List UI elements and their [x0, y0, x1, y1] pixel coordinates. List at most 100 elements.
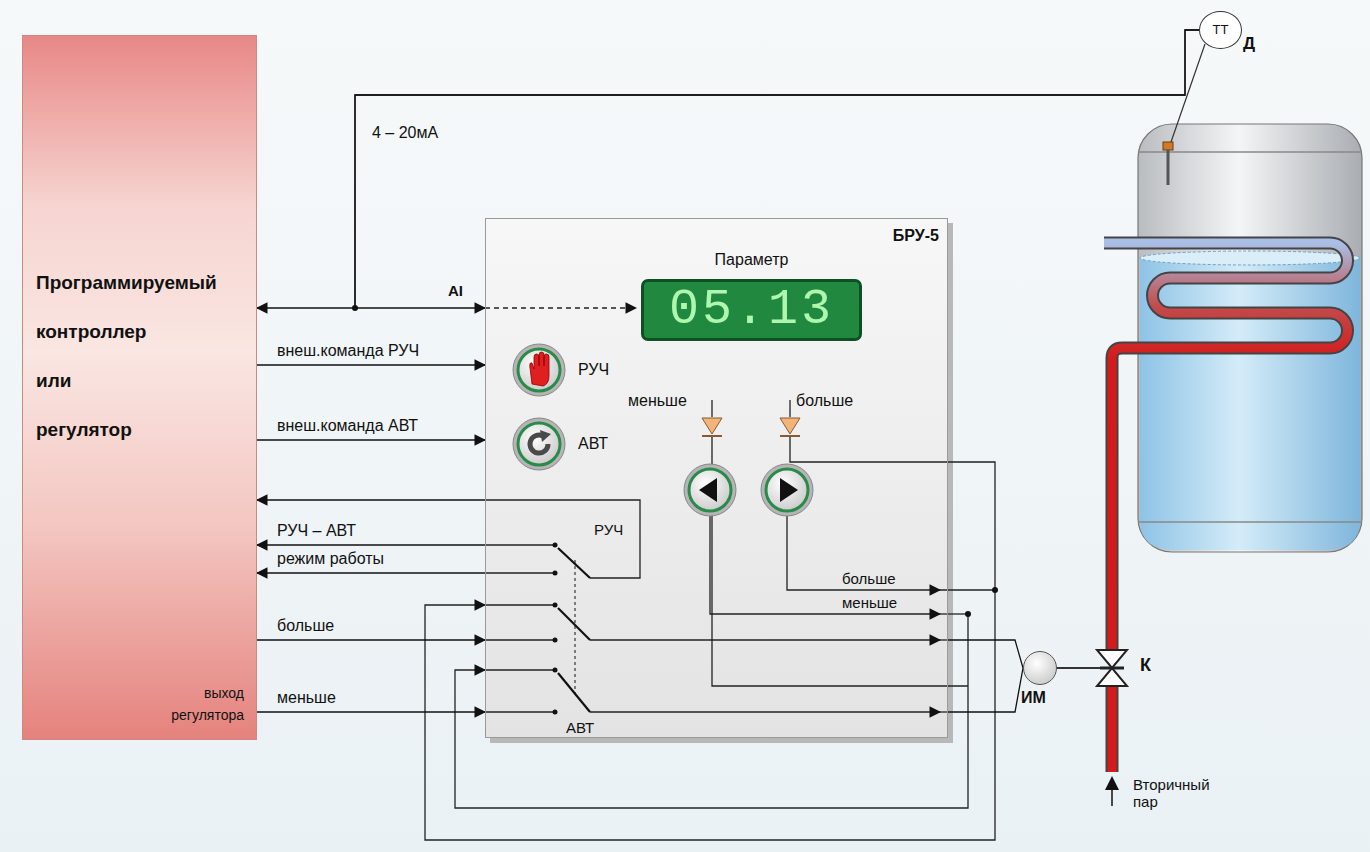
signal-wire [710, 516, 940, 614]
panel-button [518, 423, 560, 465]
switch-contact [992, 587, 998, 593]
signal-wire [485, 572, 553, 573]
signal-connector [257, 30, 1199, 308]
heating-coil [1111, 788, 1113, 806]
signal-wire [940, 589, 995, 590]
switch-contact [965, 611, 971, 617]
switch-blade [558, 673, 590, 712]
signal-wire [940, 639, 948, 640]
switch-blade [558, 608, 590, 640]
tank-figure [1138, 521, 1362, 523]
panel-button [518, 349, 560, 391]
panel-button [766, 469, 808, 511]
tank-figure [1163, 142, 1173, 150]
switch-contact [553, 638, 558, 643]
heating-coil [1105, 776, 1119, 790]
switch-contact [553, 668, 558, 673]
switch-blade [575, 560, 576, 694]
signal-label: режим работы [277, 550, 384, 568]
panel-button [513, 344, 813, 516]
steam-label: Вторичный пар [1133, 776, 1223, 811]
tank-figure [1140, 251, 1360, 265]
switch-contact [553, 603, 558, 608]
signal-wire [787, 516, 940, 590]
controller-title: Программируемый контроллер или регулятор [36, 258, 251, 454]
tank-figure [1138, 151, 1362, 153]
signal-connector [257, 364, 485, 365]
display-heading: Параметр [644, 251, 859, 269]
switch-blade [558, 548, 590, 578]
indicator-led [702, 418, 800, 436]
signal-connector [355, 30, 1199, 308]
valve-label: К [1140, 655, 1151, 676]
signal-wire [425, 308, 995, 840]
signal-connector [257, 499, 485, 500]
controller-box: Программируемый контроллер или регулятор… [22, 35, 257, 740]
signal-wire [711, 400, 712, 417]
heating-coil [1104, 243, 1348, 650]
input-name: AI [448, 282, 463, 299]
switch-contact [352, 305, 998, 715]
button-label: АВТ [578, 435, 608, 453]
signal-label: РУЧ – АВТ [277, 522, 356, 540]
switch-label: РУЧ [594, 521, 623, 538]
signal-connector [257, 439, 485, 440]
signal-wire [485, 544, 553, 545]
heating-coil [1104, 243, 1348, 650]
panel-button [530, 352, 549, 386]
signal-connector [257, 711, 485, 712]
signal-wire [485, 639, 553, 640]
led-label: больше [796, 392, 853, 410]
display-value: 05.13 [644, 284, 859, 336]
heating-coil [1106, 686, 1119, 772]
tank-figure [1138, 44, 1362, 552]
signal-connector [257, 639, 485, 640]
signal-wire [590, 639, 940, 640]
control-unit-panel: БРУ-5Параметр05.13 [485, 218, 948, 738]
signal-wire [789, 400, 790, 417]
control-valve [1097, 650, 1127, 668]
panel-button [761, 464, 813, 516]
sensor-letter: Д [1243, 34, 1255, 54]
panel-button [699, 478, 717, 502]
switch-contact [553, 710, 558, 715]
signal-wire [940, 711, 948, 712]
signal-label: внеш.команда РУЧ [277, 342, 419, 360]
panel-button [513, 344, 565, 396]
panel-button [513, 418, 565, 470]
transmitter-tag: ТТ [1200, 22, 1241, 37]
control-valve [1100, 667, 1124, 670]
indicator-led [780, 418, 800, 434]
signal-label: меньше [277, 689, 336, 707]
panel-button [780, 478, 798, 502]
transmitter-circle: ТТД [1199, 11, 1242, 49]
signal-connector [257, 572, 485, 573]
indicator-led [702, 418, 722, 434]
output-note: выход регулятора [114, 682, 244, 726]
panel-ground [485, 218, 948, 738]
signal-wire [590, 711, 940, 712]
signal-connector [948, 640, 1023, 668]
signal-label: 4 – 20мА [372, 124, 438, 142]
indicator-led [702, 435, 722, 437]
tank-figure [1140, 258, 1360, 550]
signal-label: больше [277, 617, 334, 635]
indicator-led [780, 435, 800, 437]
signal-wire [712, 436, 968, 686]
tank-figure [1171, 44, 1205, 142]
control-valve [1057, 650, 1127, 686]
signal-wire [425, 436, 995, 840]
switch-contact [553, 571, 558, 576]
panel-button [689, 469, 731, 511]
panel-button [540, 430, 551, 442]
signal-connector [257, 544, 485, 545]
parameter-display: Параметр05.13 [641, 279, 862, 341]
heating-coil [1108, 686, 1117, 772]
switch-contact [553, 543, 558, 548]
actuator-tag: ИМ [1021, 689, 1046, 707]
tank-figure [1138, 124, 1362, 552]
tank-figure [1167, 150, 1170, 185]
signal-wire [485, 711, 553, 712]
